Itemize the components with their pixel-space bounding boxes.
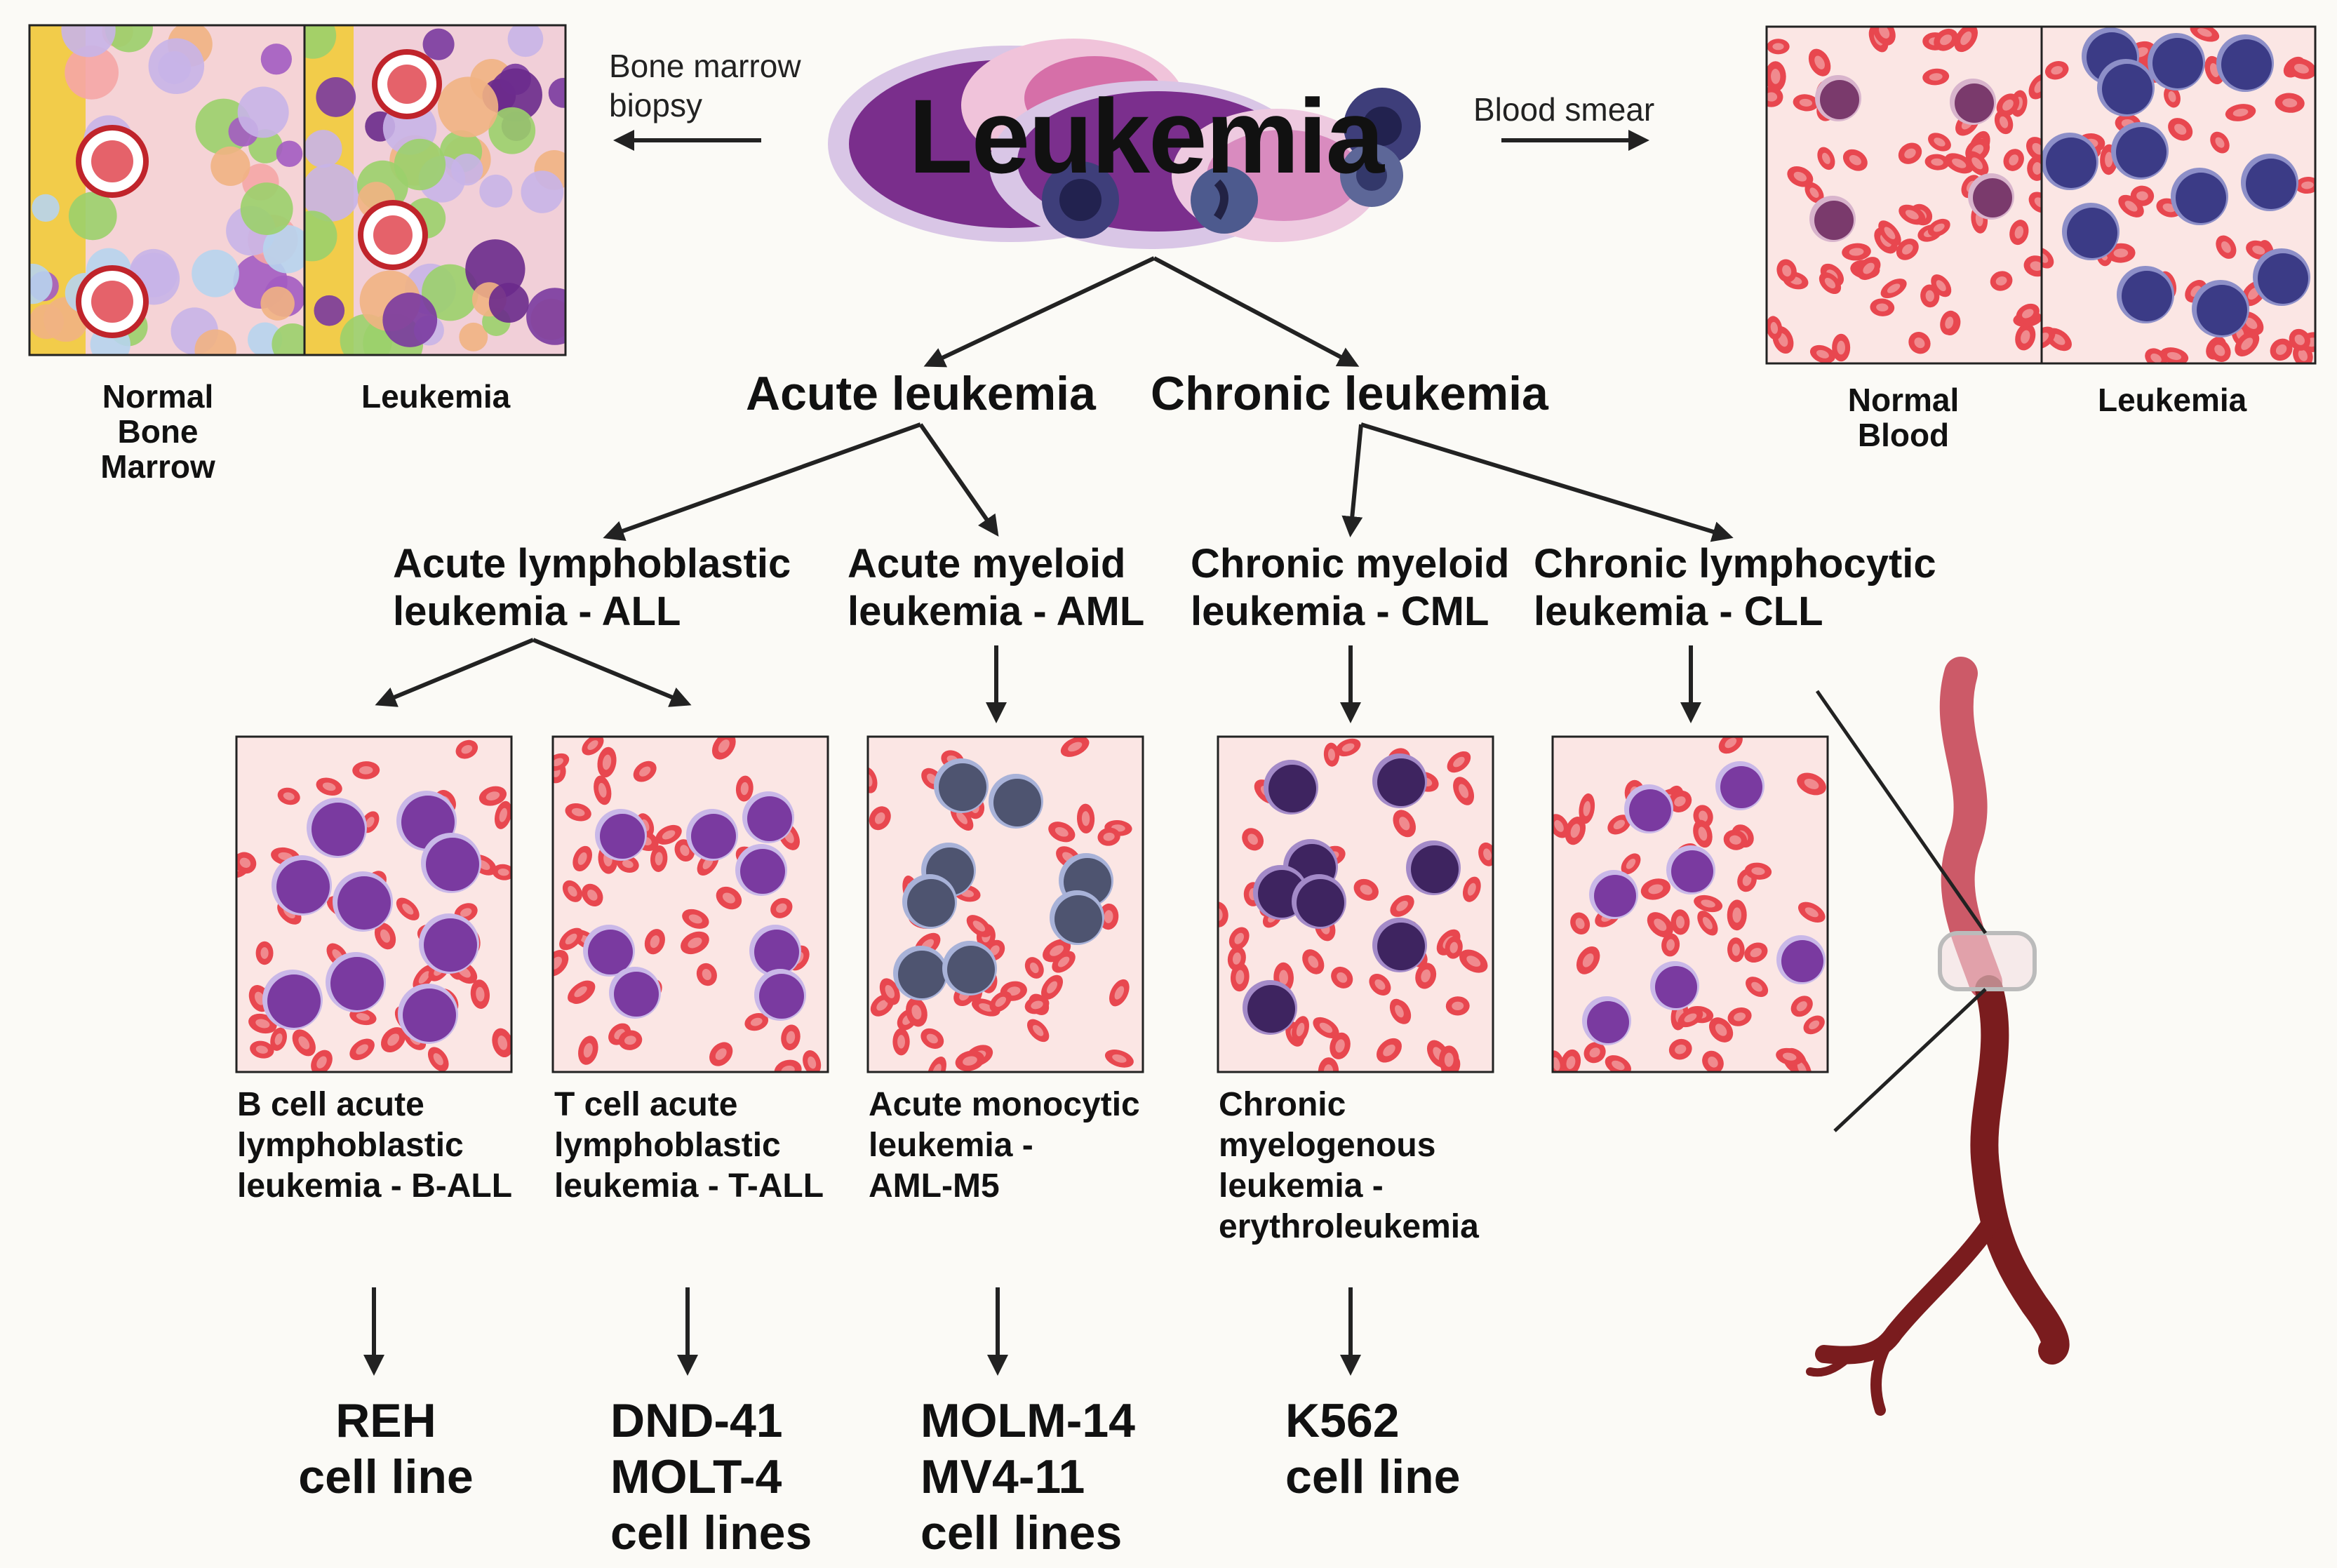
cell-line-dnd41: DND-41 (610, 1394, 783, 1447)
bone-marrow-biopsy-label: Bone marrow biopsy (609, 46, 819, 125)
blood-smear-panel (1765, 25, 2317, 365)
type-b-all-line3: leukemia - B-ALL (237, 1167, 513, 1205)
cell-line-molm14-mv411: MOLM-14 MV4-11 cell lines (920, 1393, 1135, 1561)
type-t-all-line2: lymphoblastic (554, 1127, 781, 1164)
leukemia-blood-cells (2042, 27, 2315, 363)
subtype-all-line2: leukemia - ALL (393, 589, 681, 634)
blood-vessel (1806, 657, 2070, 1416)
type-b-all: B cell acute lymphoblastic leukemia - B-… (237, 1085, 512, 1207)
subtype-aml-line2: leukemia - AML (848, 589, 1145, 634)
normal-bone-marrow-label: Normal Bone Marrow (77, 379, 239, 484)
subtype-cml: Chronic myeloid leukemia - CML (1191, 540, 1509, 636)
cell-line-k562-line1: K562 (1285, 1394, 1400, 1447)
cell-line-molt4: MOLT-4 (610, 1450, 782, 1503)
normal-blood-label: Normal Blood (1830, 382, 1977, 453)
type-cml-line3: leukemia - (1219, 1167, 1384, 1205)
cell-line-molm14: MOLM-14 (920, 1394, 1135, 1447)
cell-line-mv411: MV4-11 (920, 1450, 1085, 1503)
blood-leukemia-label: Leukemia (2098, 382, 2247, 418)
title-cell-cluster (828, 39, 1421, 249)
cell-line-k562: K562 cell line (1285, 1393, 1460, 1505)
blood-smear-label: Blood smear (1473, 91, 1655, 128)
normal-bone-marrow-text: Normal Bone Marrow (100, 378, 215, 485)
subtype-all-line1: Acute lymphoblastic (393, 541, 791, 587)
type-aml-m5: Acute monocytic leukemia - AML-M5 (869, 1085, 1140, 1207)
cell-line-reh: REH cell line (281, 1393, 491, 1505)
type-aml-m5-line2: leukemia - (869, 1127, 1033, 1164)
subtype-cll-line2: leukemia - CLL (1534, 589, 1823, 634)
cell-line-molm14-mv411-line3: cell lines (920, 1506, 1123, 1560)
subtype-cml-line2: leukemia - CML (1191, 589, 1489, 634)
acute-leukemia-label: Acute leukemia (746, 367, 1096, 420)
subtype-aml-line1: Acute myeloid (848, 541, 1126, 587)
smear-panels (235, 735, 1829, 1073)
cell-line-dnd41-molt4-line3: cell lines (610, 1506, 812, 1560)
cell-line-dnd41-molt4: DND-41 MOLT-4 cell lines (610, 1393, 812, 1561)
subtype-cll: Chronic lymphocytic leukemia - CLL (1534, 540, 1936, 636)
type-b-all-line1: B cell acute (237, 1086, 424, 1123)
type-cml-line4: erythroleukemia (1219, 1208, 1479, 1245)
normal-blood-text: Normal Blood (1847, 382, 1960, 453)
cell-line-reh-line2: cell line (298, 1450, 474, 1503)
cell-line-reh-line1: REH (335, 1394, 436, 1447)
type-t-all: T cell acute lymphoblastic leukemia - T-… (554, 1085, 824, 1207)
bone-marrow-biopsy-text: Bone marrow biopsy (609, 48, 801, 123)
subtype-aml: Acute myeloid leukemia - AML (848, 540, 1144, 636)
type-t-all-line3: leukemia - T-ALL (554, 1167, 824, 1205)
bone-marrow-panel (28, 24, 567, 356)
type-aml-m5-line1: Acute monocytic (869, 1086, 1140, 1123)
page-title: Leukemia (909, 77, 1384, 195)
normal-marrow-cells (29, 25, 304, 355)
type-cml-line1: Chronic (1219, 1086, 1346, 1123)
chronic-leukemia-label: Chronic leukemia (1151, 367, 1548, 420)
subtype-all: Acute lymphoblastic leukemia - ALL (393, 540, 791, 636)
type-cml-line2: myelogenous (1219, 1127, 1436, 1164)
cell-line-k562-line2: cell line (1285, 1450, 1461, 1503)
marrow-leukemia-label: Leukemia (361, 378, 511, 415)
type-cml-erythro: Chronic myelogenous leukemia - erythrole… (1219, 1085, 1479, 1247)
type-b-all-line2: lymphoblastic (237, 1127, 464, 1164)
type-aml-m5-line3: AML-M5 (869, 1167, 1000, 1205)
tree-arrows (363, 256, 1734, 1376)
subtype-cll-line1: Chronic lymphocytic (1534, 541, 1936, 587)
subtype-cml-line1: Chronic myeloid (1191, 541, 1510, 587)
leukemia-marrow-cells (304, 25, 565, 355)
normal-blood-cells (1767, 27, 2042, 363)
type-t-all-line1: T cell acute (554, 1086, 738, 1123)
